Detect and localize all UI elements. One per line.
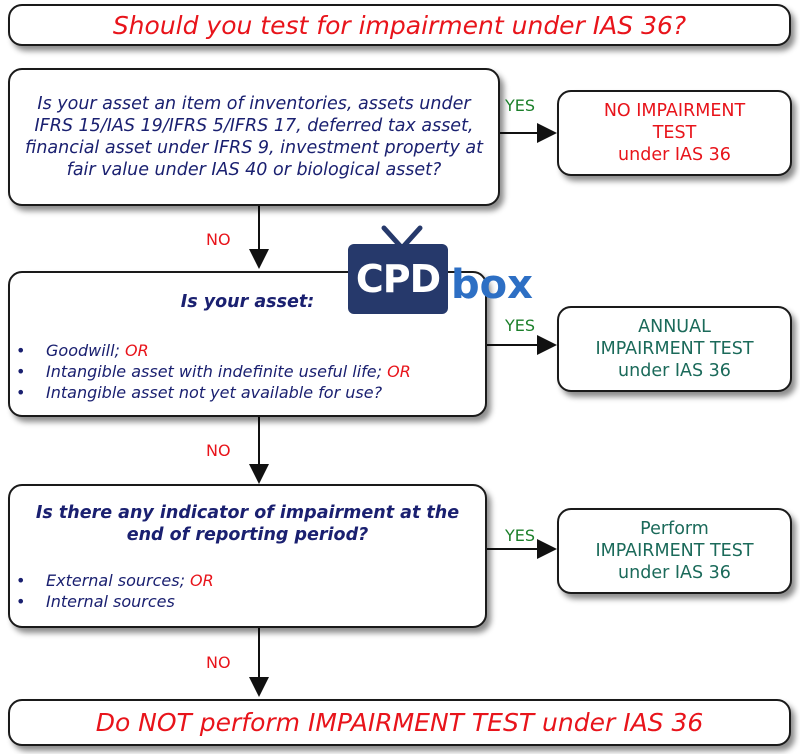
result-box-1: NO IMPAIRMENT TEST under IAS 36: [557, 90, 792, 176]
result-3-line-3: under IAS 36: [618, 563, 731, 583]
question-box-3: Is there any indicator of impairment at …: [8, 484, 487, 628]
result-box-3: Perform IMPAIRMENT TEST under IAS 36: [557, 508, 792, 594]
question-box-2: Is your asset: Goodwill; OR Intangible a…: [8, 271, 487, 417]
list-item: Goodwill; OR: [10, 340, 411, 361]
yes-label-3: YES: [505, 526, 536, 545]
question-2-list: Goodwill; OR Intangible asset with indef…: [10, 340, 411, 403]
cpdbox-logo: CPD box: [344, 222, 533, 322]
result-2-line-1: ANNUAL: [638, 317, 711, 337]
result-1-line-2: TEST: [652, 123, 697, 143]
result-3-line-2: IMPAIRMENT TEST: [595, 541, 754, 561]
final-text: Do NOT perform IMPAIRMENT TEST under IAS…: [95, 708, 704, 737]
list-item: Internal sources: [10, 591, 214, 612]
question-3-heading: Is there any indicator of impairment at …: [35, 503, 460, 545]
list-item: External sources; OR: [10, 570, 214, 591]
no-label-1: NO: [206, 230, 231, 249]
title-box: Should you test for impairment under IAS…: [8, 4, 791, 46]
yes-label-1: YES: [505, 96, 536, 115]
logo-box-text: box: [451, 262, 533, 308]
page-title: Should you test for impairment under IAS…: [112, 10, 687, 40]
question-3-list: External sources; OR Internal sources: [10, 570, 214, 612]
final-box: Do NOT perform IMPAIRMENT TEST under IAS…: [8, 699, 791, 746]
result-3-line-1: Perform: [640, 519, 709, 539]
list-item: Intangible asset not yet available for u…: [10, 382, 411, 403]
question-box-1: Is your asset an item of inventories, as…: [8, 68, 500, 206]
result-1-line-3: under IAS 36: [618, 145, 731, 165]
list-item: Intangible asset with indefinite useful …: [10, 361, 411, 382]
question-2-heading: Is your asset:: [180, 292, 315, 312]
result-1-line-1: NO IMPAIRMENT: [603, 101, 746, 121]
result-box-2: ANNUAL IMPAIRMENT TEST under IAS 36: [557, 306, 792, 392]
yes-label-2: YES: [505, 316, 536, 335]
logo-cpd-text: CPD: [348, 244, 448, 314]
question-1-text: Is your asset an item of inventories, as…: [25, 94, 483, 180]
result-2-line-3: under IAS 36: [618, 361, 731, 381]
no-label-2: NO: [206, 441, 231, 460]
no-label-3: NO: [206, 653, 231, 672]
result-2-line-2: IMPAIRMENT TEST: [595, 339, 754, 359]
